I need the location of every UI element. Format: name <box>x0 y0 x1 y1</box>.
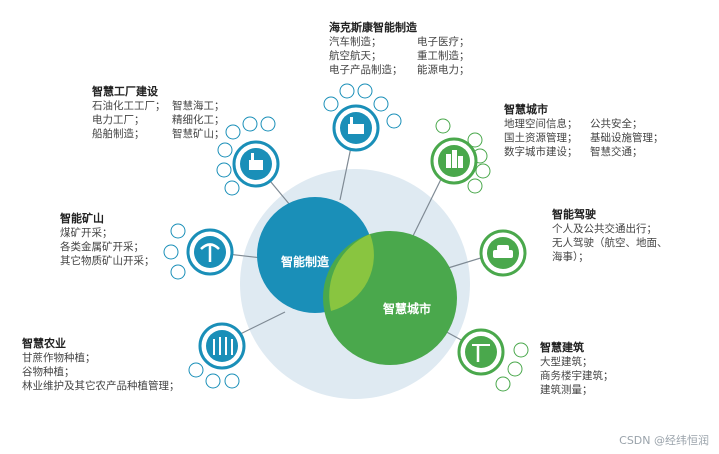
drive-title: 智能驾驶 <box>552 208 596 221</box>
agri-item: 甘蔗作物种植； <box>22 352 96 364</box>
factory-item: 精细化工； <box>172 114 225 126</box>
city-item: 地理空间信息； <box>504 118 578 130</box>
haikesi-title: 海克斯康智能制造 <box>329 21 417 34</box>
label-mine: 智能矿山 煤矿开采； 各类金属矿开采； 其它物质矿山开采； <box>60 211 155 268</box>
haikesi-item: 电子医疗； <box>417 36 470 48</box>
label-haikesi: 海克斯康智能制造 汽车制造； 电子医疗； 航空航天； 重工制造； 电子产品制造； 能源… <box>329 20 470 77</box>
overlap-lens <box>329 234 374 311</box>
drive-item: 海事）； <box>552 251 589 263</box>
city-item: 数字城市建设； <box>504 146 578 158</box>
agri-title: 智慧农业 <box>22 337 66 350</box>
drive-item: 无人驾驶（航空、地面、 <box>552 237 668 249</box>
haikesi-item: 重工制造； <box>417 50 470 62</box>
node-haikesi <box>323 83 402 152</box>
wheat-icon <box>206 330 238 362</box>
haikesi-item: 电子产品制造； <box>329 64 403 76</box>
factory-item: 石油化工工厂； <box>92 100 166 112</box>
factory-item: 智慧海工； <box>172 100 225 112</box>
node-city <box>430 118 491 194</box>
mine-item: 其它物质矿山开采； <box>60 255 155 267</box>
city-item: 国土资源管理； <box>504 132 578 144</box>
mine-item: 各类金属矿开采； <box>60 241 144 253</box>
label-drive: 智能驾驶 个人及公共交通出行； 无人驾驶（航空、地面、 海事）； <box>552 207 668 264</box>
haikesi-item: 汽车制造； <box>329 36 382 48</box>
city-item: 智慧交通； <box>590 146 643 158</box>
city-item: 基础设施管理； <box>590 132 664 144</box>
city-item: 公共安全； <box>590 118 643 130</box>
city-label: 智慧城市 <box>382 301 431 316</box>
watermark: CSDN @经纬恒润 <box>619 434 709 447</box>
drive-item: 个人及公共交通出行； <box>552 223 657 235</box>
node-mine <box>163 223 234 280</box>
agri-item: 林业维护及其它农产品种植管理； <box>22 380 180 392</box>
build-item: 大型建筑； <box>540 356 593 368</box>
label-agri: 智慧农业 甘蔗作物种植； 谷物种植； 林业维护及其它农产品种植管理； <box>22 336 180 393</box>
mine-title: 智能矿山 <box>60 212 104 225</box>
factory-item: 电力工厂； <box>92 114 145 126</box>
factory-title: 智慧工厂建设 <box>92 85 158 98</box>
label-build: 智慧建筑 大型建筑； 商务楼宇建筑； 建筑测量； <box>540 340 614 397</box>
agri-item: 谷物种植； <box>22 366 75 378</box>
build-item: 商务楼宇建筑； <box>540 370 614 382</box>
haikesi-item: 能源电力； <box>417 64 470 76</box>
factory-item: 智慧矿山； <box>172 128 225 140</box>
city-title: 智慧城市 <box>504 103 548 116</box>
haikesi-item: 航空航天； <box>329 50 382 62</box>
node-agri <box>188 322 246 389</box>
build-title: 智慧建筑 <box>540 341 584 354</box>
build-item: 建筑测量； <box>540 384 593 396</box>
mine-item: 煤矿开采； <box>60 227 113 239</box>
factory-item: 船舶制造； <box>92 128 145 140</box>
manufacturing-label: 智能制造 <box>280 254 330 269</box>
node-build <box>457 328 529 392</box>
label-city: 智慧城市 地理空间信息； 公共安全； 国土资源管理； 基础设施管理； 数字城市建设；… <box>504 102 664 159</box>
label-factory: 智慧工厂建设 石油化工工厂； 智慧海工； 电力工厂； 精细化工； 船舶制造； 智慧矿山… <box>92 84 225 141</box>
node-factory <box>216 116 280 196</box>
node-drive <box>479 229 527 277</box>
crane-icon <box>465 336 497 368</box>
